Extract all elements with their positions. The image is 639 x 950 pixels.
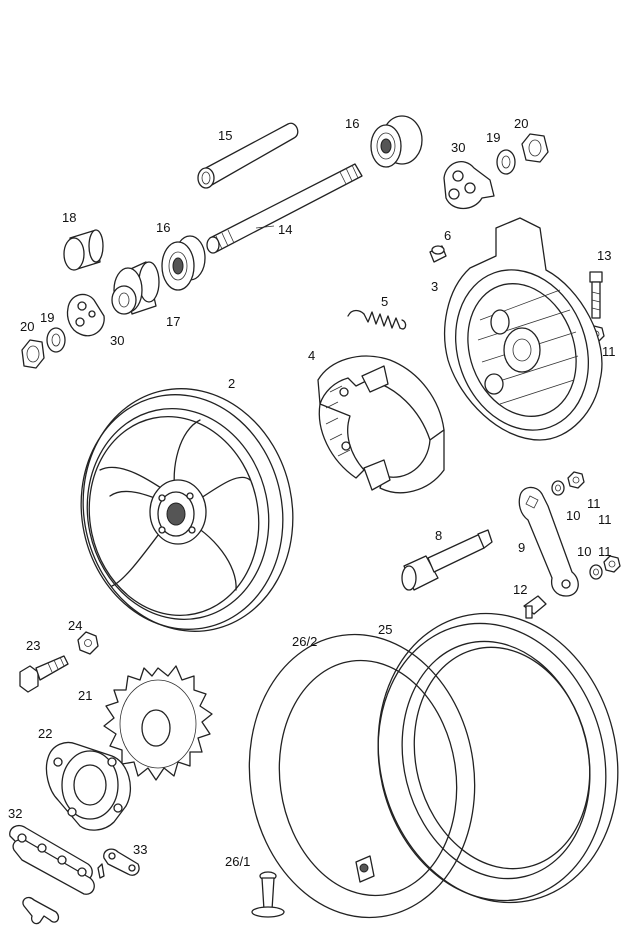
part-4-brake-shoes: [317, 355, 445, 494]
part-32-chain: [9, 824, 95, 895]
label-21: 21: [78, 688, 92, 703]
chain-clip: [22, 896, 60, 925]
label-9: 9: [518, 540, 525, 555]
part-26-1-valve: [251, 871, 285, 918]
label-17: 17: [166, 314, 180, 329]
part-18-bush: [63, 229, 104, 271]
part-26-2-inner-tube: [248, 633, 476, 919]
part-11-nut-lower: [603, 555, 621, 573]
label-10-a: 10: [566, 508, 580, 523]
label-19-left: 19: [40, 310, 54, 325]
part-19-washer-right: [496, 149, 516, 175]
label-32: 32: [8, 806, 22, 821]
part-9-brake-lever: [518, 486, 579, 597]
label-18: 18: [62, 210, 76, 225]
part-21-sprocket: [103, 665, 213, 781]
label-11-d: 11: [598, 544, 612, 559]
part-19-washer-left: [46, 327, 66, 353]
part-13-bolt: [589, 271, 603, 319]
label-16-top: 16: [345, 116, 359, 131]
part-14-axle: [206, 163, 363, 254]
part-15-spacer-tube: [197, 122, 299, 189]
label-11-top: 11: [602, 344, 616, 359]
part-16-bearing-top: [370, 115, 423, 168]
part-16-bearing-lower: [161, 235, 206, 291]
label-25: 25: [378, 622, 392, 637]
leader-lines: [255, 225, 275, 229]
part-labels: 15 16 30 19 20 18 16 14 6 13 3 5 20 19 1…: [8, 116, 616, 869]
part-20-nut-left: [21, 339, 45, 369]
label-19-right: 19: [486, 130, 500, 145]
label-24: 24: [68, 618, 82, 633]
label-23: 23: [26, 638, 40, 653]
label-5: 5: [381, 294, 388, 309]
label-6: 6: [444, 228, 451, 243]
part-10-washer-upper: [551, 480, 565, 496]
label-15: 15: [218, 128, 232, 143]
label-22: 22: [38, 726, 52, 741]
part-6-plug: [429, 245, 447, 263]
label-20-left: 20: [20, 319, 34, 334]
label-12: 12: [513, 582, 527, 597]
label-11-c: 11: [598, 512, 612, 527]
label-30-right: 30: [451, 140, 465, 155]
part-10-washer-lower: [589, 564, 603, 580]
part-12-bolt: [523, 595, 547, 619]
label-26-2: 26/2: [292, 634, 317, 649]
label-11-b: 11: [587, 496, 601, 511]
label-4: 4: [308, 348, 315, 363]
part-23-bolt: [19, 655, 69, 693]
part-22-gasket-plate: [45, 741, 132, 831]
label-14: 14: [278, 222, 292, 237]
label-3: 3: [431, 279, 438, 294]
label-13: 13: [597, 248, 611, 263]
part-8-cam-shaft: [401, 529, 493, 591]
label-10-b: 10: [577, 544, 591, 559]
label-30-left: 30: [110, 333, 124, 348]
part-30-plate-left: [66, 293, 105, 337]
label-2: 2: [228, 376, 235, 391]
part-5-spring: [347, 309, 407, 330]
part-24-nut: [77, 631, 99, 655]
label-33: 33: [133, 842, 147, 857]
part-17-stepped-spacer: [111, 261, 160, 315]
part-11-nut-upper: [567, 471, 585, 489]
part-2-wheel-rim: [80, 388, 294, 632]
part-20-nut-right: [521, 133, 549, 163]
label-20-right: 20: [514, 116, 528, 131]
part-33-chain-link: [97, 848, 140, 879]
label-16-lower: 16: [156, 220, 170, 235]
part-30-plate-right: [443, 161, 495, 210]
part-3-brake-plate: [444, 217, 603, 441]
label-26-1: 26/1: [225, 854, 250, 869]
label-8: 8: [435, 528, 442, 543]
part-25-tyre: [377, 612, 619, 904]
